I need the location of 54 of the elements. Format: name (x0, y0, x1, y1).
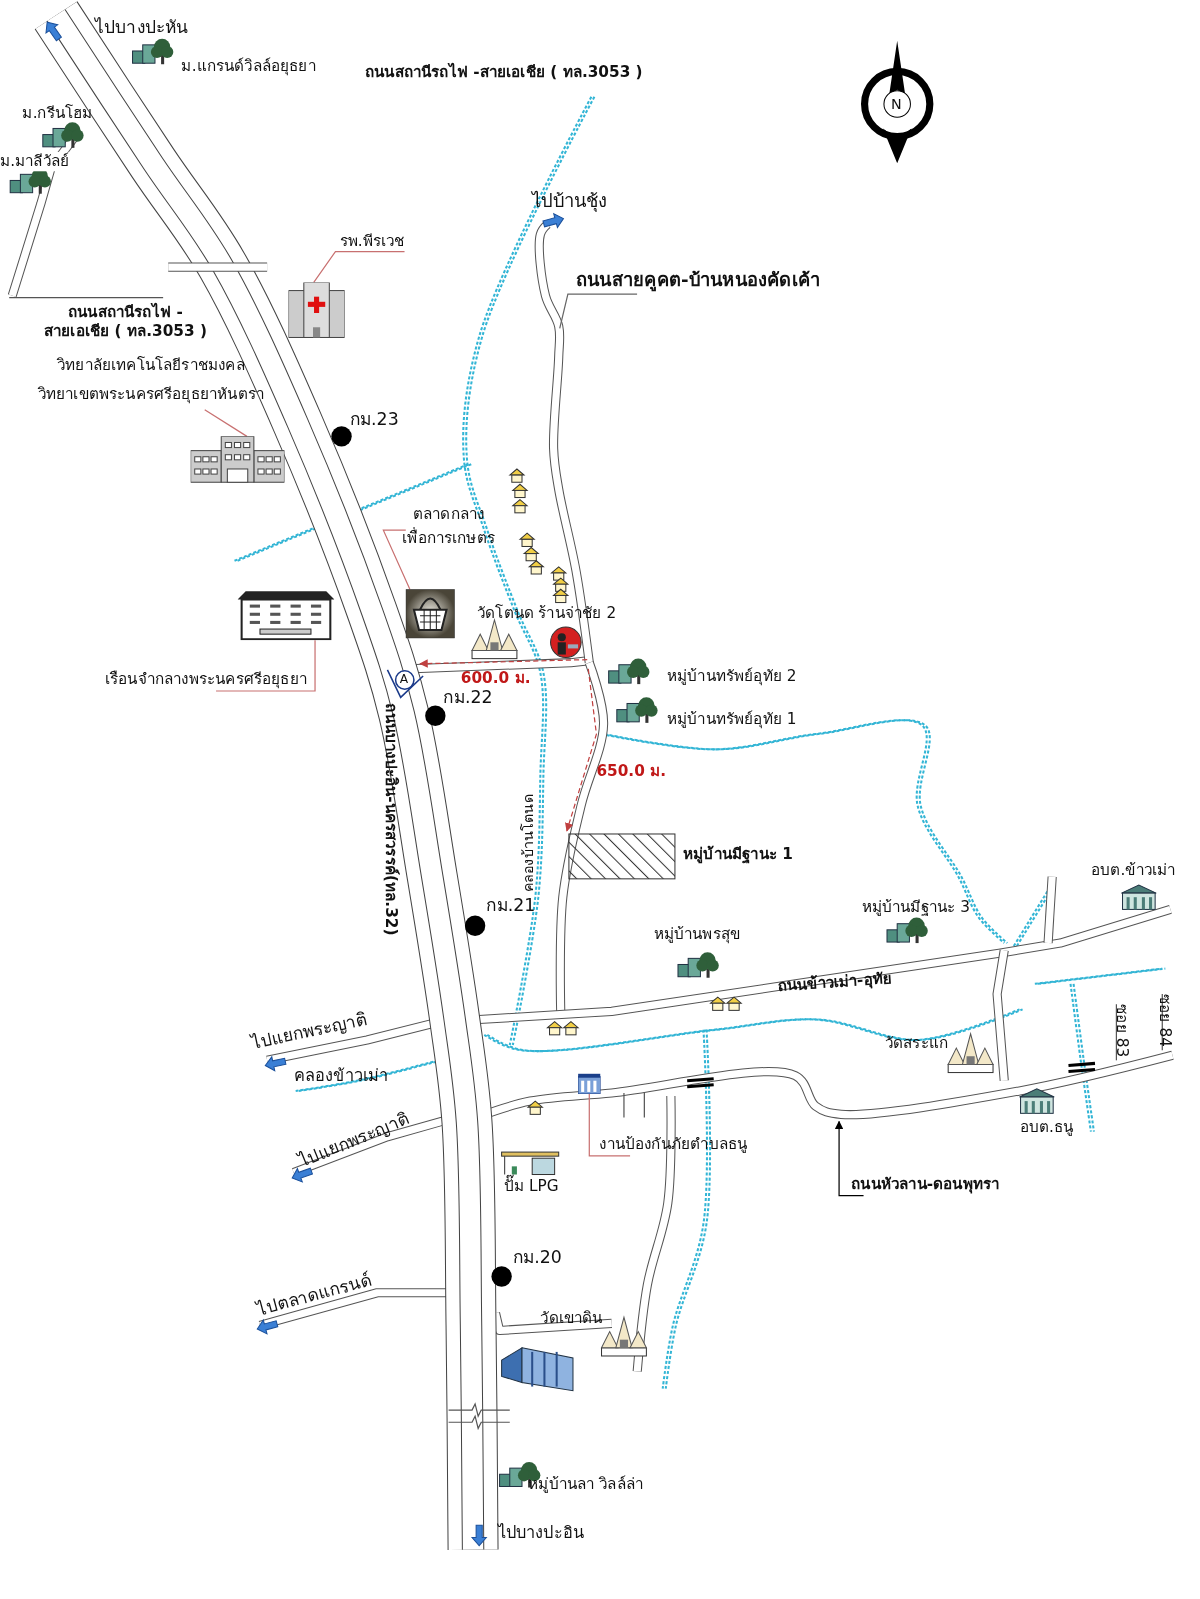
compass-letter: N (891, 95, 902, 114)
leader-line (559, 293, 638, 329)
map-label: ถนนหัวลาน-ดอนพุทรา (851, 1174, 1000, 1194)
place-label: หมู่บ้านมีฐานะ 3 (861, 898, 970, 918)
map-label: ถนนสายคูคต-บ้านหนองคัดเค้า (576, 269, 821, 293)
place-label: หมู่บ้านลา วิลล์ล่า (528, 1474, 644, 1494)
road-name: ถนนบางปะอิน-นครสวรรค์(ทล.32) (381, 703, 401, 936)
prison-building-icon (237, 589, 335, 641)
road-name: ซอย 83 (1112, 1004, 1132, 1058)
place-label: หมู่บ้านทรัพย์อุทัย 1 (666, 709, 797, 729)
road-name: ถนนสถานีรถไฟ -สายเอเชีย ( ทล.3053 ) (365, 63, 643, 83)
canal-name: คลองบ้านโตนด (519, 794, 538, 893)
place-label: หมู่บ้านทรัพย์อุทัย 2 (666, 666, 797, 686)
leader-line (313, 250, 406, 284)
place-label: ร้านจ่าชัย 2 (538, 603, 617, 623)
distance-label: 650.0 ม. (596, 761, 667, 781)
leader-line (588, 1093, 631, 1157)
road-name: ซอย 84 (1155, 994, 1175, 1047)
direction-label: ไปบางปะอิน (497, 1523, 585, 1544)
road-name: ถนนข้าวเม่า-อุทัย (776, 968, 893, 996)
marker-letter: A (399, 671, 409, 688)
leader-line (204, 409, 248, 437)
place-label: อบต.ธนู (1019, 1117, 1074, 1137)
map-label: วิทยาลัยเทคโนโลยีราชมงคล วิทยาเขตพระนครศรีอยุธยาหันตรา (28, 350, 274, 408)
km-marker-label: กม.20 (512, 1246, 562, 1269)
road-name: ถนนสถานีรถไฟ - สายเอเชีย ( ทล.3053 ) (42, 302, 208, 342)
map-label: รพ.พีรเวช (339, 231, 405, 251)
place-label: วัดเขาดิน (540, 1309, 603, 1329)
map-label: งานป้องกันภัยตำบลธนู (599, 1134, 748, 1154)
km-marker-label: กม.21 (486, 895, 536, 917)
canal-name: คลองข้าวเม่า (293, 1065, 389, 1086)
direction-label: ไปบางปะหัน (94, 16, 189, 38)
place-label: ม.แกรนด์วิลล์อยุธยา (181, 57, 316, 77)
place-label: หมู่บ้านพรสุข (653, 924, 741, 944)
leader-line (215, 639, 316, 692)
leader-line (382, 529, 411, 590)
market-basket-icon (405, 589, 455, 639)
place-label: วัดโตนด (477, 603, 535, 623)
map-label: เรือนจำกลางพระนครศรีอยุธยา (105, 669, 307, 689)
place-label: หมู่บ้านมีฐานะ 1 (683, 845, 793, 865)
km-marker-label: กม.22 (443, 687, 493, 709)
place-label: ม.กรีนโฮม (22, 104, 93, 124)
fire-station-icon (578, 1073, 601, 1094)
km-marker-label: กม.23 (349, 408, 399, 431)
college-building-icon (190, 436, 285, 484)
map-label: ตลาดกลาง เพื่อการเกษตร (391, 501, 506, 551)
place-label: อบต.ข้าวเม่า (1090, 860, 1176, 880)
leader-line (834, 1120, 865, 1197)
place-label: ปั๊ม LPG (503, 1176, 559, 1196)
direction-label: ไปบ้านชุ้ง (532, 189, 608, 213)
place-label: วัดสระแก (884, 1033, 949, 1053)
place-label: ม.มาลีวัลย์ (0, 151, 70, 172)
distance-label: 600.0 ม. (460, 668, 531, 688)
hospital-icon (288, 282, 345, 339)
